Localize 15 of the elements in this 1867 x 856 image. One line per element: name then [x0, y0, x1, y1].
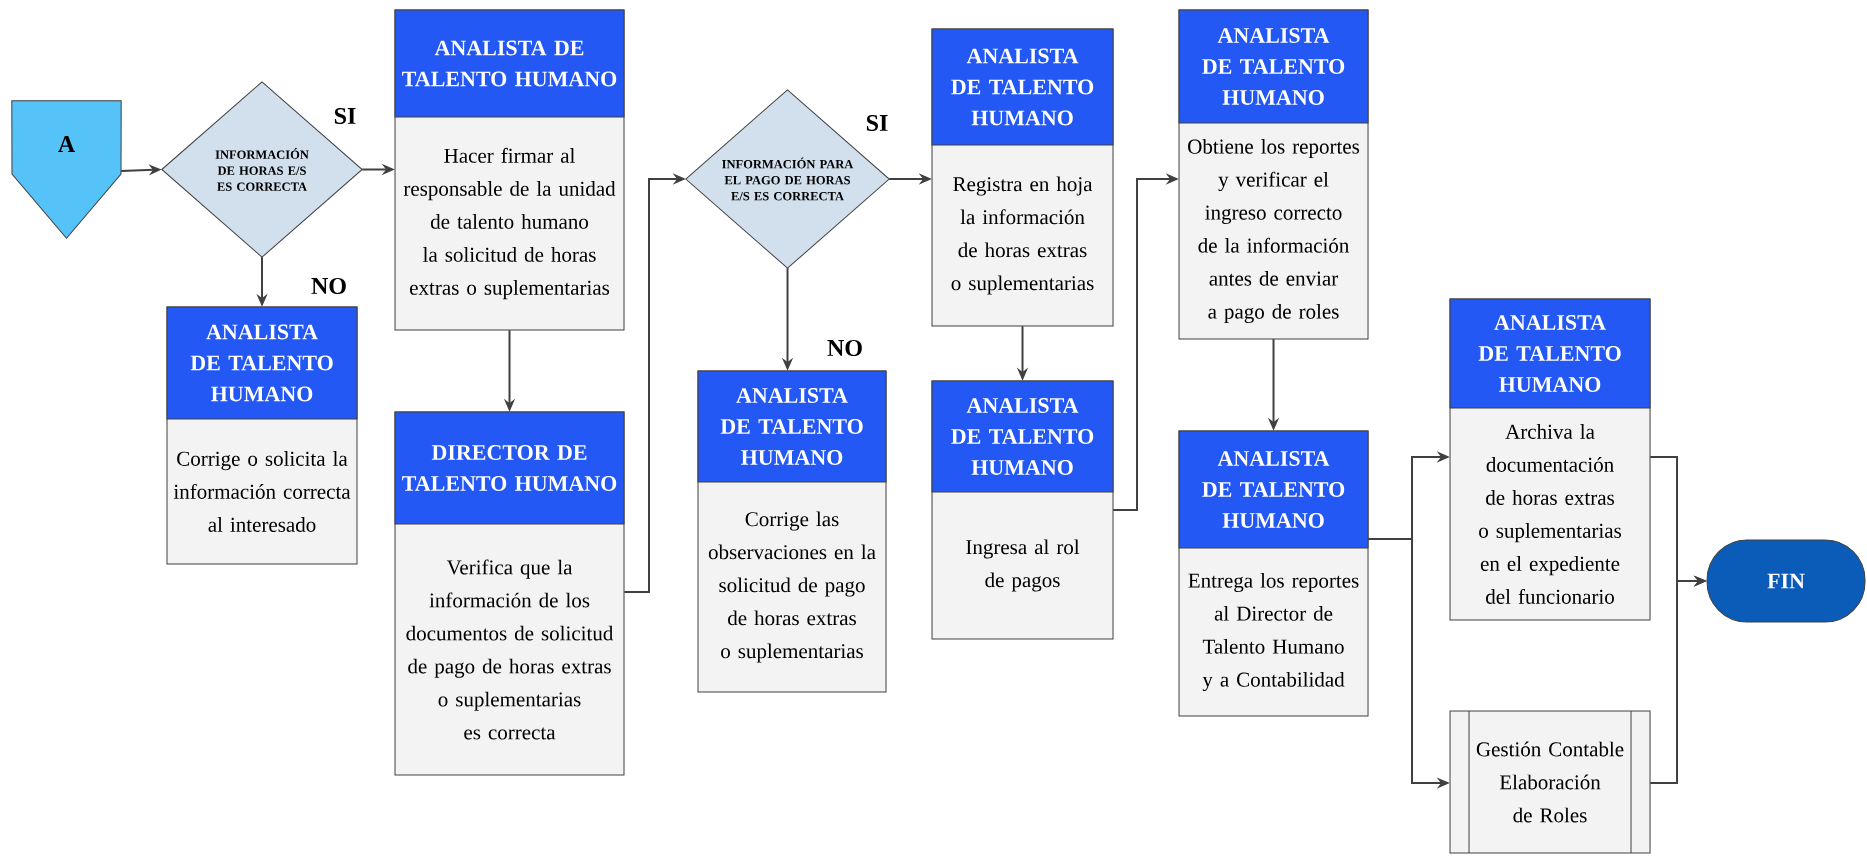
- edge-label: NO: [310, 276, 348, 296]
- process-box: DIRECTOR DE TALENTO HUMANO Verifica que la información de los documentos de solicitud de pago de horas extras o suplementarias es correcta: [394, 411, 625, 776]
- process-box: ANALISTA DE TALENTO HUMANO Corrige las observaciones en la solicitud de pago de horas extras o suplementarias: [697, 370, 887, 693]
- process-box: ANALISTA DE TALENTO HUMANO Archiva la documentación de horas extras o suplementarias en el expediente del funcionario: [1449, 298, 1651, 621]
- process-box: ANALISTA DE TALENTO HUMANO Obtiene los reportes y verificar el ingreso correcto de la información antes de enviar a pago de roles: [1178, 9, 1369, 340]
- edge-label: NO: [826, 338, 864, 358]
- process-box: ANALISTA DE TALENTO HUMANO Registra en hoja la información de horas extras o suplementarias: [931, 28, 1114, 327]
- predefined-process-box: Gestión Contable Elaboración de Roles: [1449, 710, 1651, 854]
- process-box: ANALISTA DE TALENTO HUMANO Hacer firmar al responsable de la unidad de talento humano la solicitud de horas extras o suplementarias: [394, 9, 625, 331]
- off-page-connector: A: [11, 100, 122, 239]
- process-box: ANALISTA DE TALENTO HUMANO Entrega los reportes al Director de Talento Humano y a Contabilidad: [1178, 430, 1369, 717]
- edge-label: SI: [332, 106, 358, 126]
- process-box: ANALISTA DE TALENTO HUMANO Corrige o solicita la información correcta al interesado: [166, 306, 358, 565]
- process-box: ANALISTA DE TALENTO HUMANO Ingresa al rol de pagos: [931, 380, 1114, 640]
- edge-label: SI: [864, 113, 890, 133]
